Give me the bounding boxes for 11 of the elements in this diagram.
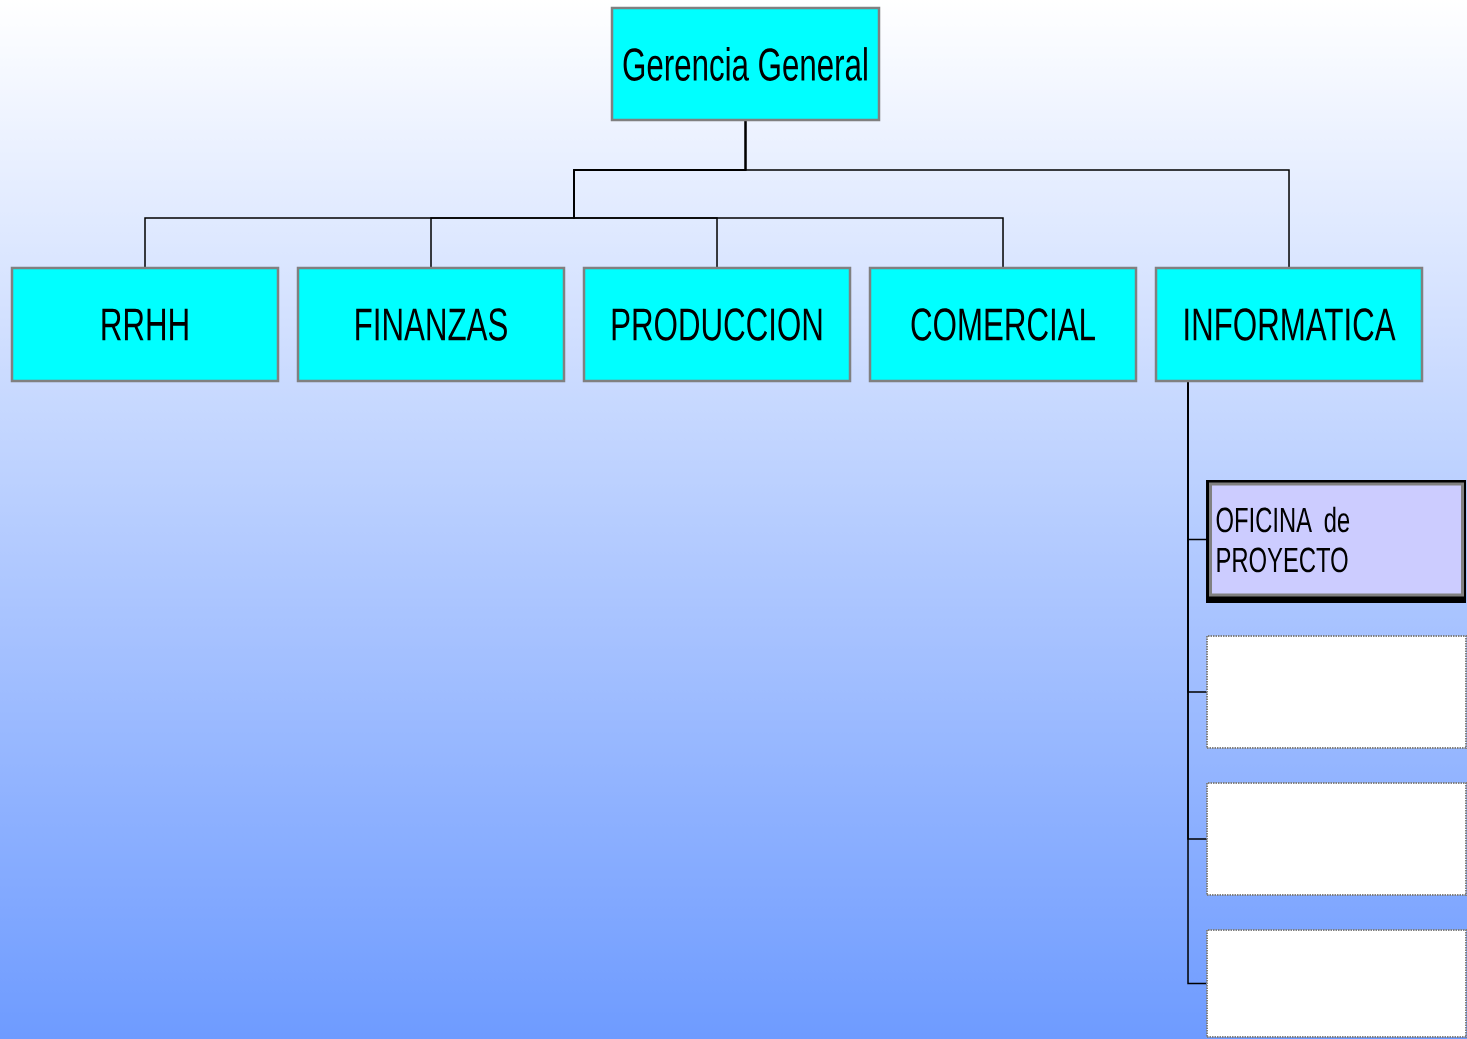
connector-line [744,119,1290,269]
department-box: RRHH [10,266,280,383]
department-box: Gerencia General [610,6,881,122]
department-box: FINANZAS [296,266,566,383]
department-box: PRODUCCION [582,266,852,383]
empty-box [1206,929,1467,1038]
department-box: COMERCIAL [868,266,1138,383]
empty-box [1206,782,1467,896]
empty-box [1206,635,1467,749]
office-box: OFICINA de PROYECTO [1206,480,1466,603]
department-box: INFORMATICA [1154,266,1424,383]
